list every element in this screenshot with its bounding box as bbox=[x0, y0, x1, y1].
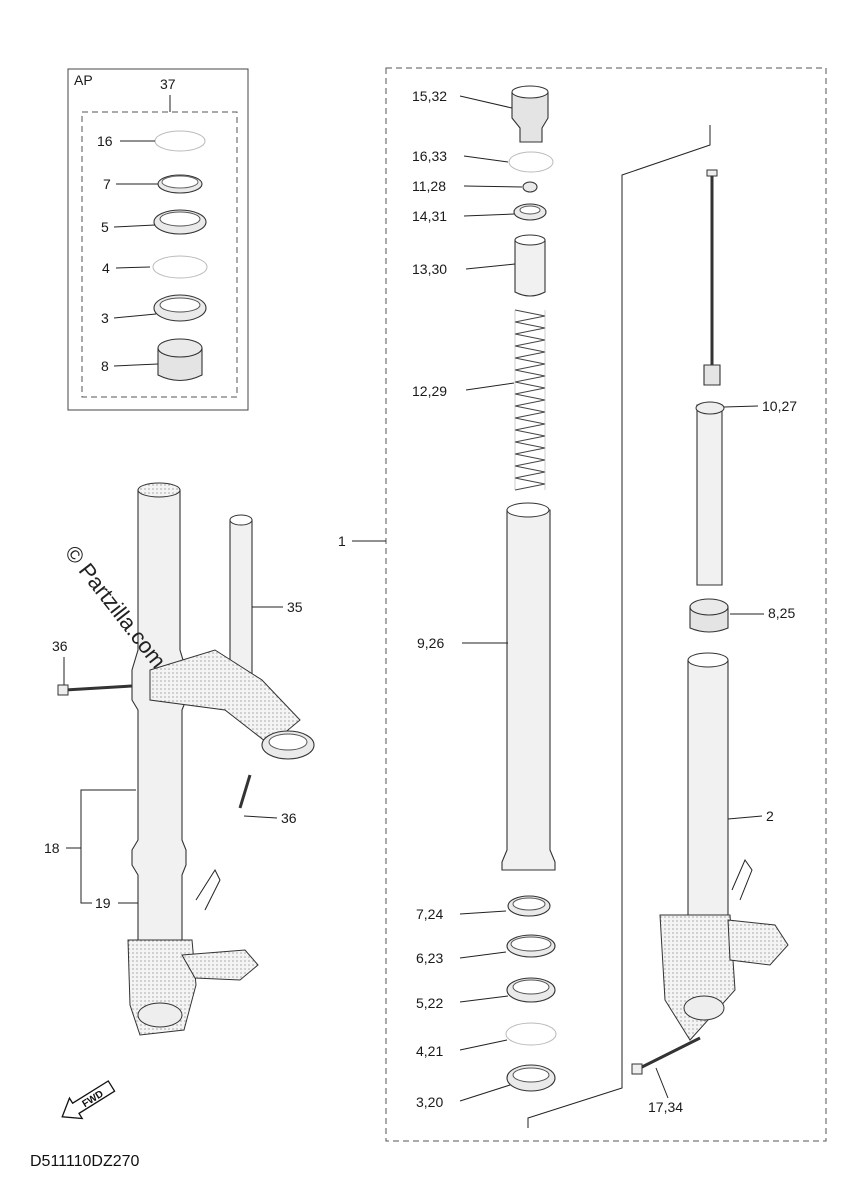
label-12-29: 12,29 bbox=[412, 383, 447, 399]
label-13-30: 13,30 bbox=[412, 261, 447, 277]
kit-label-16: 16 bbox=[97, 133, 113, 149]
label-16-33: 16,33 bbox=[412, 148, 447, 164]
label-35: 35 bbox=[287, 599, 303, 615]
kit-label-8: 8 bbox=[101, 358, 109, 374]
label-10-27: 10,27 bbox=[762, 398, 797, 414]
caliper-bracket bbox=[181, 949, 259, 981]
label-36-lower: 36 bbox=[281, 810, 297, 826]
label-7-24: 7,24 bbox=[416, 906, 443, 922]
label-17-34: 17,34 bbox=[648, 1099, 683, 1115]
fork-outer-tube bbox=[131, 489, 187, 986]
exploded-view: 1 15,32 16,33 11,28 14,31 13,30 bbox=[338, 67, 827, 1142]
part-cap-bolt bbox=[511, 91, 549, 143]
kit-label-3: 3 bbox=[101, 310, 109, 326]
pinch-bolt-upper bbox=[64, 684, 133, 692]
label-1: 1 bbox=[338, 533, 346, 549]
part-outer-tube bbox=[687, 659, 729, 931]
kit-washer-4 bbox=[152, 255, 208, 279]
part-spring bbox=[514, 309, 546, 491]
label-2: 2 bbox=[766, 808, 774, 824]
diagram-code: D511110DZ270 bbox=[30, 1153, 140, 1170]
kit-box: AP 37 16 7 5 4 3 8 bbox=[67, 68, 249, 411]
label-36-upper: 36 bbox=[52, 638, 68, 654]
fwd-arrow-icon: FWD bbox=[61, 1080, 116, 1120]
part-oring bbox=[522, 181, 538, 193]
label-9-26: 9,26 bbox=[417, 635, 444, 651]
part-outer-bottom bbox=[659, 914, 736, 1041]
kit-box-label: AP bbox=[74, 72, 93, 88]
connector-line bbox=[527, 125, 711, 1128]
label-14-31: 14,31 bbox=[412, 208, 447, 224]
kit-label-5: 5 bbox=[101, 219, 109, 235]
label-4-21: 4,21 bbox=[416, 1043, 443, 1059]
label-3-20: 3,20 bbox=[416, 1094, 443, 1110]
kit-label-4: 4 bbox=[102, 260, 110, 276]
kit-label-7: 7 bbox=[103, 176, 111, 192]
part-damper-rod bbox=[695, 169, 725, 586]
label-5-22: 5,22 bbox=[416, 995, 443, 1011]
part-axle-bolt bbox=[639, 1036, 701, 1070]
part-caliper-mount bbox=[727, 919, 789, 966]
part-inner-tube bbox=[501, 509, 556, 871]
kit-label: 37 bbox=[160, 76, 176, 92]
label-8-25: 8,25 bbox=[768, 605, 795, 621]
label-19: 19 bbox=[95, 895, 111, 911]
main-assembly-frame bbox=[385, 67, 827, 1142]
assembled-fork: 36 35 36 18 19 bbox=[44, 482, 315, 1036]
part-washer bbox=[505, 1022, 557, 1046]
label-18: 18 bbox=[44, 840, 60, 856]
label-15-32: 15,32 bbox=[412, 88, 447, 104]
pinch-bolt-lower bbox=[238, 774, 252, 809]
kit-box-frame bbox=[67, 68, 249, 411]
part-collar bbox=[514, 239, 546, 297]
label-6-23: 6,23 bbox=[416, 950, 443, 966]
kit-seal-16 bbox=[154, 130, 206, 152]
part-cap-seal bbox=[508, 151, 554, 173]
label-11-28: 11,28 bbox=[412, 178, 446, 194]
